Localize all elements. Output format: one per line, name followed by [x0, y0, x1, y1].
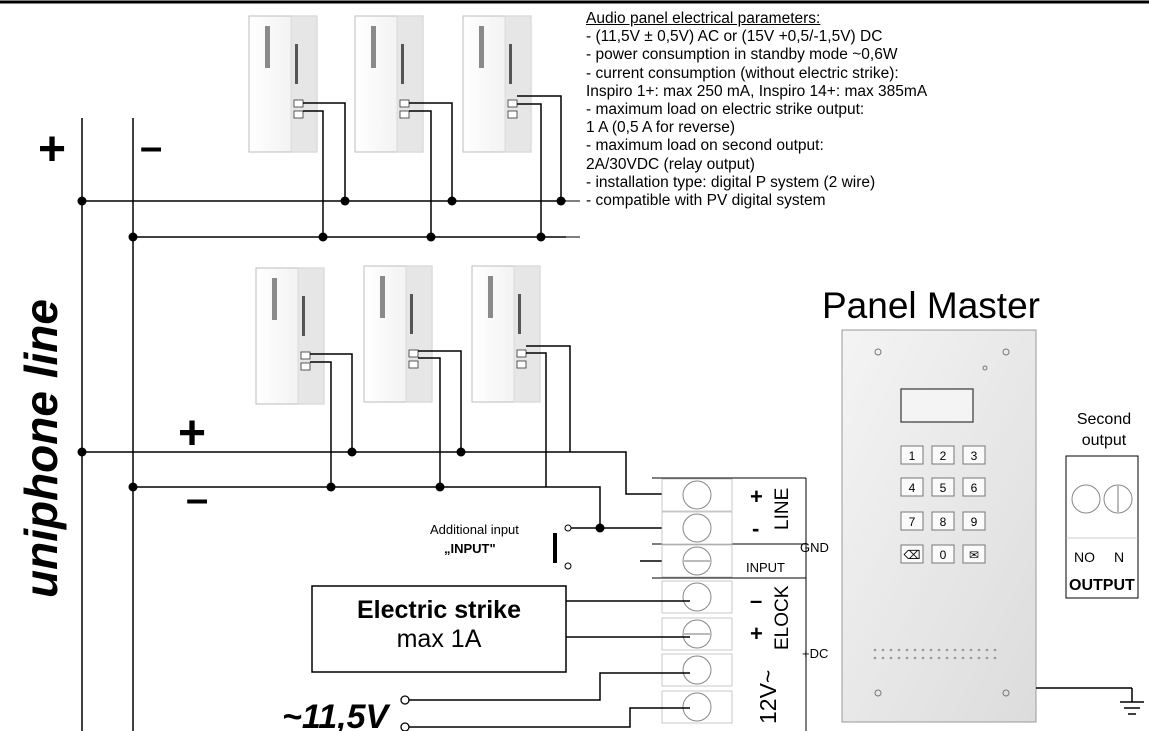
- keypad-key-7[interactable]: 7: [900, 511, 924, 531]
- parameters-title: Audio panel electrical parameters:: [586, 10, 821, 27]
- second-output-title-2: output: [1082, 432, 1127, 449]
- keypad-key-8[interactable]: 8: [931, 511, 955, 531]
- keypad-key-2[interactable]: 2: [931, 445, 955, 465]
- keypad-key-9[interactable]: 9: [962, 511, 986, 531]
- output-label: OUTPUT: [1069, 577, 1135, 594]
- speaker-grille: [873, 648, 997, 660]
- top-handset-wires: [303, 95, 562, 237]
- terminal-block: [652, 477, 807, 731]
- keypad-key-backspace[interactable]: ⌫: [900, 544, 924, 564]
- svg-text:1: 1: [909, 449, 916, 463]
- svg-text:5: 5: [940, 481, 947, 495]
- handset-top-1: [248, 15, 318, 153]
- uniphone-line-label: uniphone line: [15, 299, 67, 598]
- parameter-line: - maximum load on second output:: [586, 137, 824, 155]
- supply-voltage-label: ~11,5V: [282, 698, 392, 731]
- electric-strike-max: max 1A: [397, 625, 482, 653]
- keypad: 1 2 3 4 5 6 7 8 9 ⌫ 0 ✉: [900, 445, 986, 564]
- plus-top-label: +: [38, 123, 66, 176]
- additional-input-label: Additional input: [430, 522, 519, 537]
- electric-strike-box: [311, 585, 567, 673]
- svg-text:3: 3: [971, 449, 978, 463]
- mid-handset-wires: [310, 345, 690, 528]
- panel-master: 1 2 3 4 5 6 7 8 9 ⌫ 0 ✉: [841, 329, 1037, 723]
- svg-text:0: 0: [940, 548, 947, 562]
- ground-symbol: [1036, 687, 1144, 715]
- parameter-line: - power consumption in standby mode ~0,6…: [586, 46, 898, 64]
- keypad-key-3[interactable]: 3: [962, 445, 986, 465]
- keypad-key-5[interactable]: 5: [931, 477, 955, 497]
- line-minus-label: -: [752, 516, 759, 541]
- panel-master-title: Panel Master: [822, 285, 1040, 326]
- supply-wires: [408, 672, 690, 728]
- line-label: LINE: [772, 488, 793, 530]
- top-junction-dots: [77, 196, 566, 242]
- svg-text:8: 8: [940, 515, 947, 529]
- parameter-line: - installation type: digital P system (2…: [586, 173, 876, 191]
- svg-text:4: 4: [909, 481, 916, 495]
- parameter-line: Inspiro 1+: max 250 mA, Inspiro 14+: max…: [586, 82, 928, 100]
- svg-text:6: 6: [971, 481, 978, 495]
- svg-text:⌫: ⌫: [904, 548, 921, 562]
- parameter-line: - current consumption (without electric …: [586, 64, 899, 82]
- electric-strike-title: Electric strike: [357, 596, 521, 624]
- second-output-block: [1065, 455, 1139, 599]
- parameter-line: 1 A (0,5 A for reverse): [586, 119, 736, 137]
- parameters-block: Audio panel electrical parameters: - (11…: [586, 10, 927, 210]
- elock-label: ELOCK: [772, 585, 793, 650]
- no-label: NO: [1074, 549, 1095, 565]
- keypad-key-0[interactable]: 0: [931, 544, 955, 564]
- line-plus-label: +: [750, 484, 763, 509]
- parameter-line: 2A/30VDC (relay output): [586, 155, 755, 173]
- svg-text:7: 7: [909, 515, 916, 529]
- gnd-label: GND: [800, 540, 829, 555]
- handset-mid-1: [255, 267, 325, 405]
- parameter-line: - (11,5V ± 0,5V) AC or (15V +0,5/-1,5V) …: [586, 28, 883, 46]
- n-label: N: [1114, 549, 1124, 565]
- dc-label: +DC: [802, 646, 828, 661]
- keypad-key-1[interactable]: 1: [900, 445, 924, 465]
- handset-top-3: [462, 15, 532, 153]
- handset-mid-2: [363, 265, 433, 403]
- keypad-key-6[interactable]: 6: [962, 477, 986, 497]
- svg-text:9: 9: [971, 515, 978, 529]
- supply-label: 12V~: [755, 670, 781, 724]
- keypad-key-4[interactable]: 4: [900, 477, 924, 497]
- input-quote-label: „INPUT": [444, 541, 496, 556]
- minus-mid-label: –: [186, 477, 208, 521]
- elock-minus-label: –: [750, 588, 762, 613]
- minus-top-label: –: [140, 125, 162, 169]
- svg-text:2: 2: [940, 449, 947, 463]
- panel-display: [900, 388, 974, 423]
- input-terminal-label: INPUT: [746, 560, 785, 575]
- elock-plus-label: +: [750, 621, 763, 646]
- svg-text:✉: ✉: [969, 548, 979, 562]
- parameter-line: - maximum load on electric strike output…: [586, 101, 865, 119]
- plus-mid-label: +: [178, 407, 206, 460]
- handset-top-2: [354, 15, 424, 153]
- second-output-title-1: Second: [1077, 411, 1131, 428]
- parameter-line: - compatible with PV digital system: [586, 192, 826, 210]
- mid-junction-dots: [77, 447, 466, 492]
- handset-mid-3: [471, 265, 541, 403]
- keypad-key-bell[interactable]: ✉: [962, 544, 986, 564]
